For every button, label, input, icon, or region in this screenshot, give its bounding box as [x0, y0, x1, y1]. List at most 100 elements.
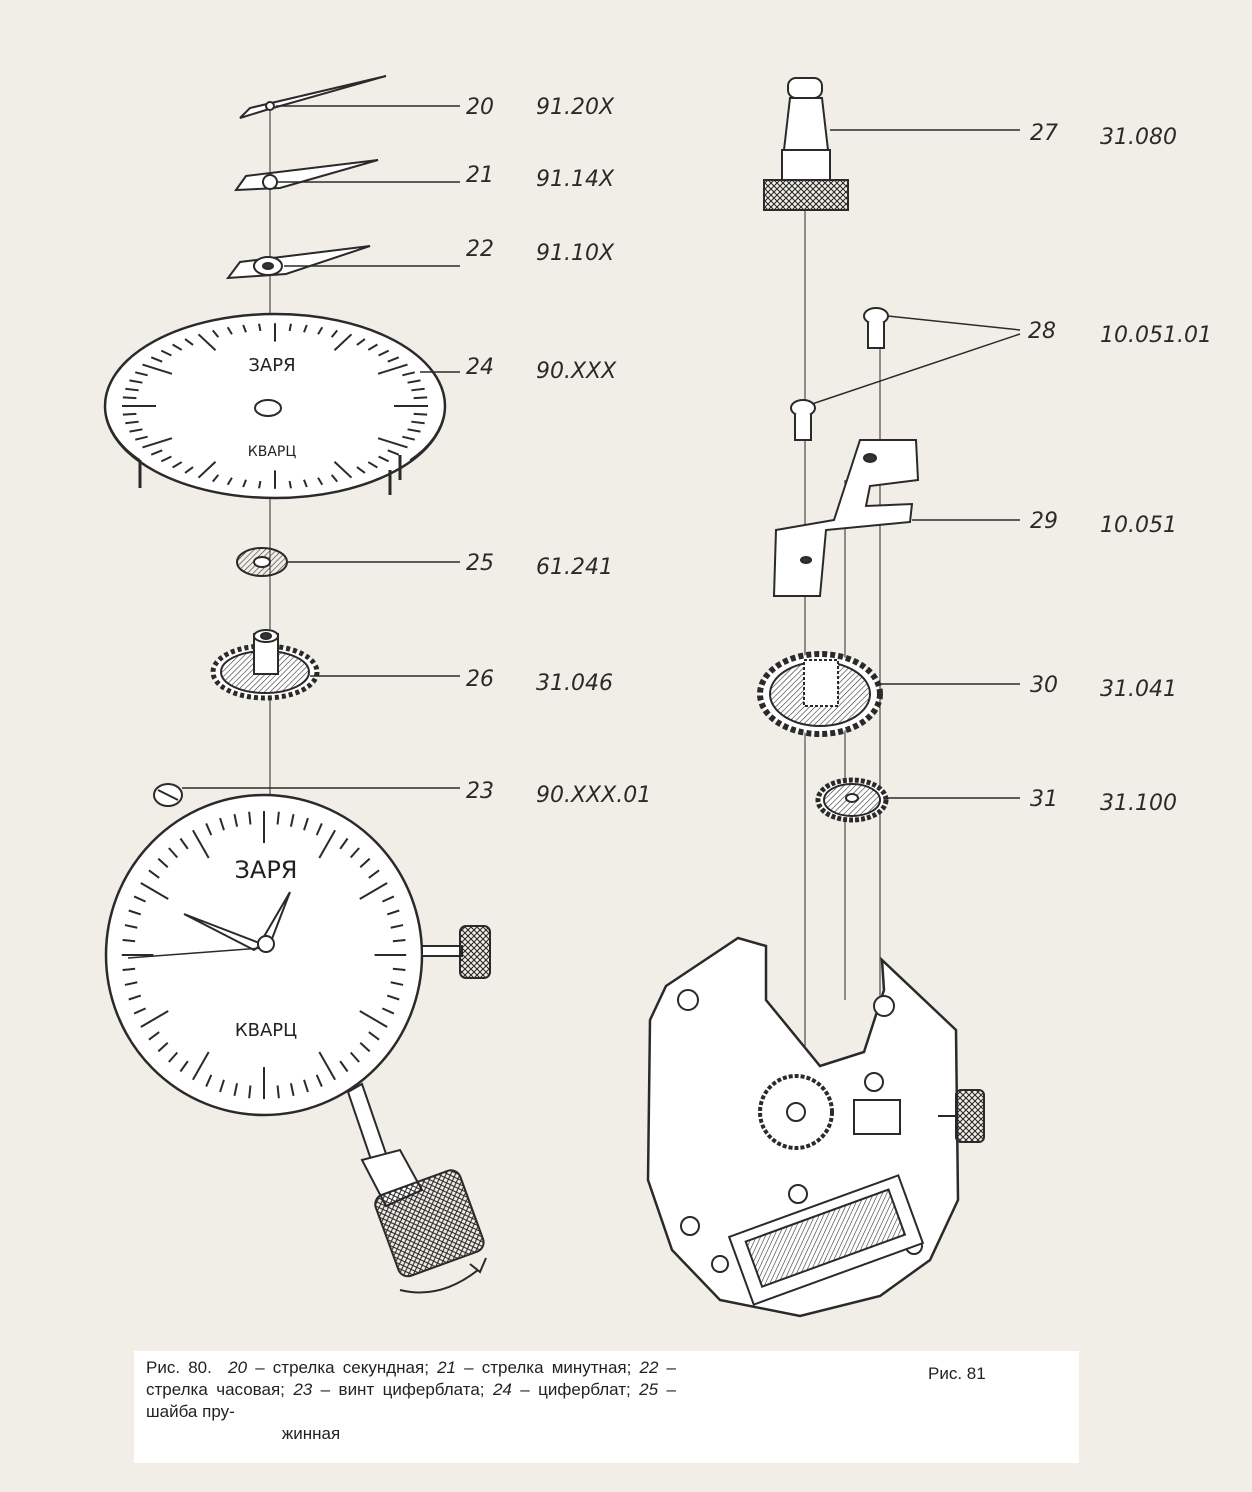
callout-28-num: 28 [1028, 319, 1056, 344]
fig80-label: Рис. 80. [146, 1358, 212, 1377]
callout-21-code: 91.14X [536, 167, 615, 192]
dial-tick [333, 461, 353, 479]
dial-tick [359, 1042, 371, 1053]
dial-tick [248, 811, 252, 825]
dial-tick [407, 379, 421, 384]
callout-31-num: 31 [1030, 787, 1058, 812]
caption-text-24: – циферблат; [511, 1380, 640, 1399]
callout-26-code: 31.046 [536, 671, 613, 696]
dial-tick [157, 1042, 169, 1053]
dial-tick [179, 1060, 189, 1073]
dial-tick [317, 326, 324, 335]
caption-num-20: 20 [228, 1358, 248, 1377]
dial-tick [142, 437, 173, 449]
dial-tick [133, 895, 147, 903]
dial-tick [303, 324, 308, 333]
dial-part-24 [103, 312, 447, 500]
callout-31-code: 31.100 [1100, 791, 1177, 816]
dial-tick [386, 909, 400, 916]
callout-29-num: 29 [1030, 509, 1058, 534]
callout-29-code: 10.051 [1100, 513, 1177, 538]
caption-num-22: 22 [639, 1358, 659, 1377]
callout-25-code: 61.241 [536, 555, 613, 580]
dial-tick [192, 829, 210, 859]
assembled-watch [104, 793, 491, 1294]
screws-part-28 [790, 307, 889, 441]
caption-text-25a: – шайба пру- [146, 1380, 676, 1421]
dial-tick [276, 1085, 280, 1099]
dial-tick [128, 994, 142, 1001]
callout-20-num: 20 [466, 95, 494, 120]
dial-tick [242, 479, 247, 488]
dial-tick [233, 1083, 239, 1097]
caption-text-25b: жинная [281, 1424, 341, 1443]
callout-24-code: 90.XXX [536, 359, 617, 384]
dial-tick [317, 477, 324, 486]
dial-tick [377, 437, 408, 449]
dial-tick [318, 1051, 336, 1081]
dial-tick [387, 449, 400, 456]
callout-28-code: 10.051.01 [1100, 323, 1212, 348]
gear-part-30 [757, 651, 883, 737]
callout-27-num: 27 [1030, 121, 1058, 146]
leader-lines-left [182, 105, 460, 789]
dial-tick [142, 363, 173, 375]
gear-part-26 [210, 629, 320, 701]
caption-text-20: – стрелка секундная; [247, 1358, 438, 1377]
dial-tick [128, 909, 142, 916]
dial-tick [133, 1007, 147, 1015]
dial-tick [289, 1083, 295, 1097]
dial-tick [211, 329, 220, 338]
dial-tick [387, 356, 400, 363]
dial-tick [381, 1007, 395, 1015]
dial-tick [339, 837, 349, 850]
dial-tick [356, 338, 366, 346]
dial-tick [318, 829, 336, 859]
dial-tick [258, 323, 262, 332]
dial-tick [411, 387, 425, 392]
callout-30-code: 31.041 [1100, 677, 1177, 702]
caption-text-22: – стрелка часовая; [146, 1358, 677, 1399]
dial-tick [192, 1051, 210, 1081]
dial-tick [233, 813, 239, 827]
dial-tick [140, 1010, 169, 1028]
dial-tick [367, 343, 378, 351]
dial-tick [226, 326, 233, 335]
dial-tick [276, 811, 280, 825]
dial-tick [377, 363, 408, 375]
callout-23-num: 23 [466, 779, 494, 804]
dial-tick [407, 428, 421, 433]
dial-tick [226, 477, 233, 486]
dial-tick [134, 371, 148, 377]
dial-tick [413, 396, 428, 400]
fig81-assembly [646, 77, 1021, 1318]
caption-num-23: 23 [293, 1380, 313, 1399]
dial-tick [349, 847, 360, 859]
dial-tick [219, 817, 225, 831]
figure-80-caption: Рис. 80. 20 – стрелка секундная; 21 – ст… [134, 1351, 1079, 1463]
figure-81-caption: Рис. 81 [928, 1364, 986, 1383]
dial-tick [172, 343, 183, 351]
gear-part-31 [815, 777, 889, 823]
dial-tick [258, 480, 262, 489]
callout-20-code: 91.20X [536, 95, 615, 120]
dial-screw-part-23 [153, 783, 183, 807]
dial-tick [157, 857, 169, 868]
dial-tick [168, 1051, 179, 1063]
dial-tick [390, 981, 404, 986]
dial-tick [125, 387, 139, 392]
dial-tick [129, 379, 143, 384]
dial-tick [148, 869, 160, 879]
dial-tick [205, 1074, 213, 1087]
dial-tick [303, 817, 309, 831]
dial-tick [333, 333, 353, 351]
caption-num-21: 21 [437, 1358, 456, 1377]
dial-tick [150, 356, 163, 363]
dial-tick [368, 1031, 380, 1041]
dial-tick [179, 837, 189, 850]
dial-tick [197, 461, 217, 479]
dial-tick [303, 1079, 309, 1093]
callout-22-code: 91.10X [536, 241, 615, 266]
dial-tick [124, 981, 138, 986]
dial-tick [315, 1074, 323, 1087]
